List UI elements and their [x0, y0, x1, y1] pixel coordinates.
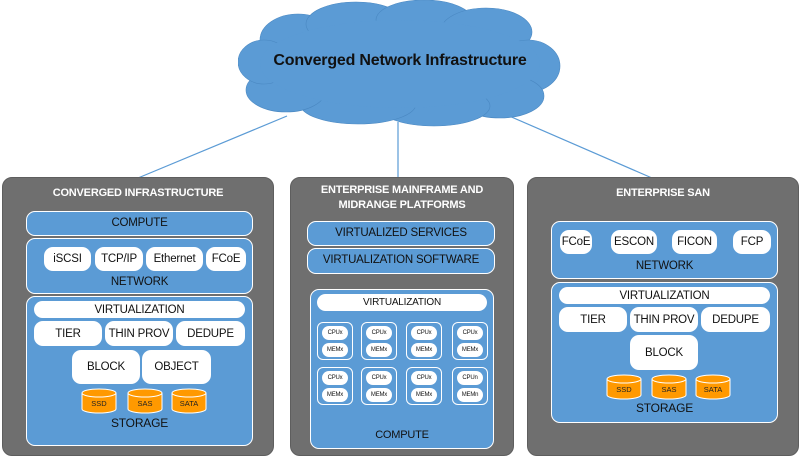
protocol-tcpip: TCP/IP: [95, 247, 143, 271]
mem-pill: MEMx: [366, 388, 392, 402]
mem-pill: MEMx: [322, 343, 348, 357]
panel-enterprise-mainframe: ENTERPRISE MAINFRAME AND MIDRANGE PLATFO…: [290, 177, 514, 456]
compute-label: COMPUTE: [375, 429, 429, 441]
mem-pill: MEMn: [457, 388, 483, 402]
storage-label: STORAGE: [110, 416, 169, 430]
disk-label: SSD: [616, 385, 632, 394]
feature-tier: TIER: [559, 307, 627, 332]
disk-cylinder-icon: [651, 374, 687, 400]
disk-cylinder-icon: [127, 388, 163, 414]
disk-ssd: SSD: [606, 374, 642, 400]
mem-pill: MEMx: [411, 343, 437, 357]
cpu-pill: CPUn: [457, 371, 483, 385]
disk-sata: SATA: [171, 388, 207, 414]
feature-thin-prov: THIN PROV: [105, 321, 173, 346]
protocol-fcoe: FCoE: [560, 230, 592, 254]
mem-pill: MEMx: [322, 388, 348, 402]
disk-label: SATA: [179, 399, 199, 408]
panel-title-line1: ENTERPRISE MAINFRAME AND: [320, 184, 484, 196]
panel-title: ENTERPRISE SAN: [616, 187, 710, 199]
protocol-fcoe: FCoE: [206, 247, 246, 271]
mem-pill: MEMx: [457, 343, 483, 357]
network-label: NETWORK: [635, 260, 694, 272]
protocol-ethernet: Ethernet: [146, 247, 203, 271]
feature-dedupe: DEDUPE: [176, 321, 245, 346]
disk-sata: SATA: [695, 374, 731, 400]
type-block: BLOCK: [630, 335, 698, 370]
disk-sas: SAS: [127, 388, 163, 414]
panel-title: CONVERGED INFRASTRUCTURE: [52, 187, 224, 199]
disk-cylinder-icon: [695, 374, 731, 400]
network-box: FCoE ESCON FICON FCP NETWORK: [551, 221, 778, 279]
protocol-ficon: FICON: [672, 230, 717, 254]
virtualization-software-box: VIRTUALIZATION SOFTWARE: [307, 248, 495, 274]
virtualized-services-box: VIRTUALIZED SERVICES: [307, 221, 495, 246]
disk-cylinder-icon: [171, 388, 207, 414]
type-block: BLOCK: [72, 350, 140, 384]
network-label: NETWORK: [110, 276, 169, 288]
feature-thin-prov: THIN PROV: [630, 307, 698, 332]
feature-dedupe: DEDUPE: [701, 307, 770, 332]
disk-label: SAS: [137, 399, 153, 408]
disk-cylinder-icon: [81, 388, 117, 414]
disk-cylinder-icon: [606, 374, 642, 400]
connector-left: [137, 115, 288, 179]
protocol-escon: ESCON: [611, 230, 657, 254]
virtualization-bar: VIRTUALIZATION: [317, 294, 487, 311]
storage-box: VIRTUALIZATION TIER THIN PROV DEDUPE BLO…: [26, 296, 253, 446]
cpu-pill: CPUx: [411, 371, 437, 385]
cpu-pill: CPUx: [366, 371, 392, 385]
mem-pill: MEMx: [366, 343, 392, 357]
cpu-pill: CPUx: [322, 326, 348, 340]
cloud-shape: [238, 0, 561, 127]
cpu-pill: CPUx: [411, 326, 437, 340]
disk-label: SAS: [661, 385, 677, 394]
virtualization-bar: VIRTUALIZATION: [34, 301, 245, 318]
connector-right: [499, 111, 653, 179]
disk-label: SATA: [703, 385, 723, 394]
panel-converged-infrastructure: CONVERGED INFRASTRUCTURE COMPUTE iSCSI T…: [2, 177, 274, 456]
disk-ssd: SSD: [81, 388, 117, 414]
disk-sas: SAS: [651, 374, 687, 400]
type-object: OBJECT: [142, 350, 211, 384]
storage-box: VIRTUALIZATION TIER THIN PROV DEDUPE BLO…: [551, 282, 778, 423]
protocol-fcp: FCP: [733, 230, 771, 254]
cloud-title: Converged Network Infrastructure: [273, 52, 527, 69]
protocol-iscsi: iSCSI: [44, 247, 91, 271]
panel-enterprise-san: ENTERPRISE SAN FCoE ESCON FICON FCP NETW…: [527, 177, 799, 456]
panel-title-line2: MIDRANGE PLATFORMS: [338, 199, 466, 211]
cpu-pill: CPUx: [457, 326, 483, 340]
compute-label: COMPUTE: [111, 217, 168, 229]
virtualized-services-label: VIRTUALIZED SERVICES: [335, 227, 467, 239]
cpu-pill: CPUx: [366, 326, 392, 340]
mem-pill: MEMx: [411, 388, 437, 402]
compute-box: COMPUTE: [26, 211, 253, 236]
feature-tier: TIER: [34, 321, 102, 346]
virtualization-bar: VIRTUALIZATION: [559, 287, 770, 304]
network-box: iSCSI TCP/IP Ethernet FCoE NETWORK: [26, 238, 253, 294]
storage-label: STORAGE: [635, 401, 694, 415]
disk-label: SSD: [91, 399, 107, 408]
virtualization-software-label: VIRTUALIZATION SOFTWARE: [322, 254, 480, 266]
cpu-pill: CPUx: [322, 371, 348, 385]
